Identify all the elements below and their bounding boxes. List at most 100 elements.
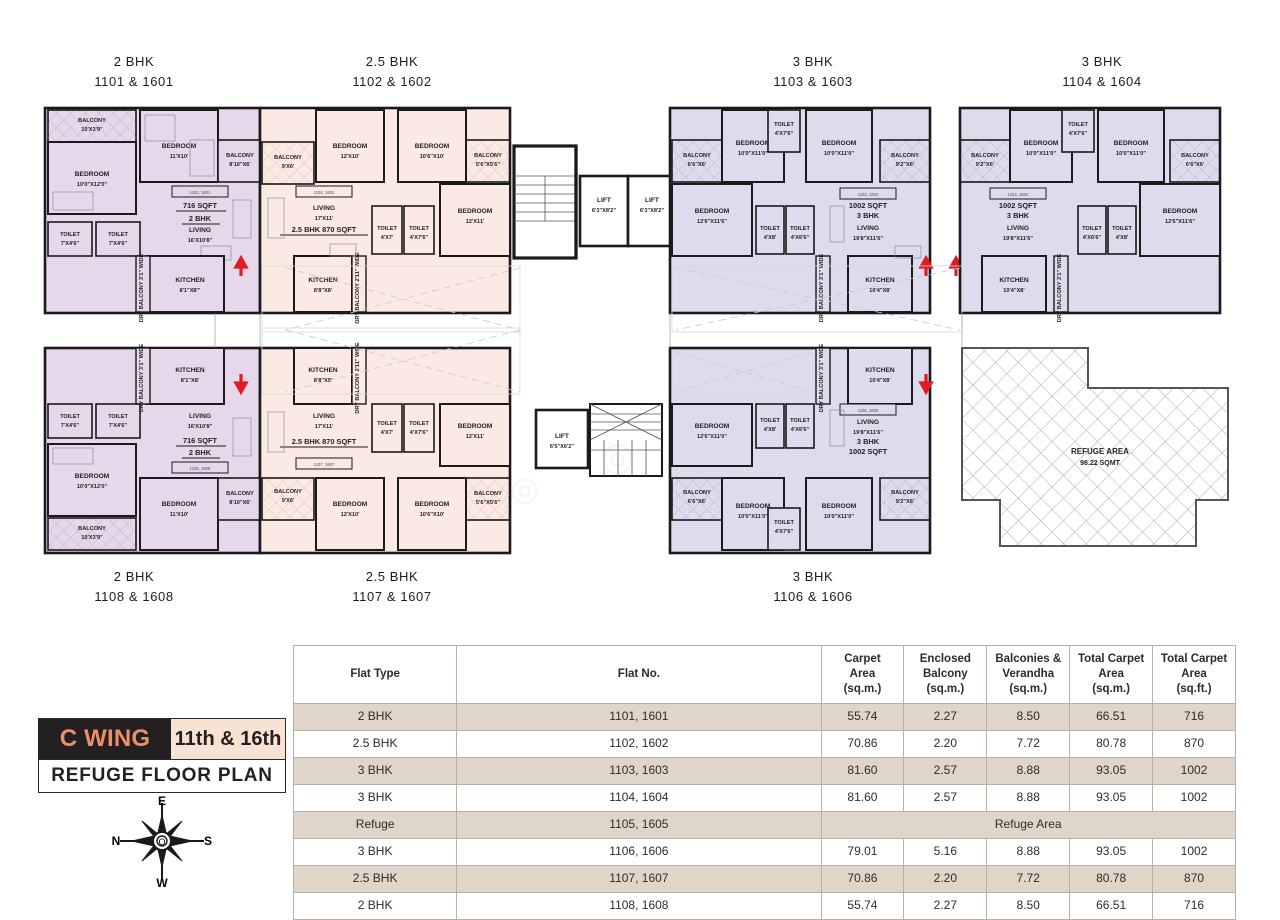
svg-text:10'X3'9": 10'X3'9" xyxy=(81,127,103,133)
svg-text:BEDROOM: BEDROOM xyxy=(458,208,493,215)
cell-carpet-area: 81.60 xyxy=(820,784,905,812)
unit-type: 2 BHK xyxy=(113,569,155,584)
svg-text:1107, 1607: 1107, 1607 xyxy=(314,462,335,467)
svg-text:98.22 SQMT: 98.22 SQMT xyxy=(1080,460,1120,467)
svg-text:4'X7'6": 4'X7'6" xyxy=(775,529,794,535)
svg-text:BALCONY: BALCONY xyxy=(1181,153,1209,159)
svg-text:BEDROOM: BEDROOM xyxy=(333,143,368,150)
svg-text:10'0"X11'0": 10'0"X11'0" xyxy=(738,151,768,157)
compass-east-label: E xyxy=(158,795,166,808)
svg-text:16'X10'8": 16'X10'8" xyxy=(188,424,213,430)
svg-text:19'8"X11'6": 19'8"X11'6" xyxy=(853,236,883,242)
unit-flats: 1106 & 1606 xyxy=(773,589,853,605)
svg-text:6'6"X6': 6'6"X6' xyxy=(1186,162,1205,168)
compass-north-label: N xyxy=(112,834,120,848)
cell-carpet-area: 70.86 xyxy=(820,865,905,893)
cell-carpet-area: 55.74 xyxy=(820,703,905,731)
entry-arrow xyxy=(918,254,964,276)
svg-text:2 BHK: 2 BHK xyxy=(189,448,212,457)
svg-text:BEDROOM: BEDROOM xyxy=(415,501,450,508)
svg-text:10'0"X12'0": 10'0"X12'0" xyxy=(77,484,108,490)
svg-text:TOILET: TOILET xyxy=(409,421,429,427)
cell-balconies-verandha: 8.50 xyxy=(986,892,1071,920)
svg-text:10'X3'9": 10'X3'9" xyxy=(81,535,103,541)
svg-text:19'8"X11'6": 19'8"X11'6" xyxy=(853,430,883,436)
svg-text:DRY BALCONY 3'1" WIDE: DRY BALCONY 3'1" WIDE xyxy=(819,343,825,412)
header-total-carpet-sqft: Total Carpet Area (sq.ft.) xyxy=(1152,645,1236,704)
cell-balconies-verandha: 8.88 xyxy=(986,838,1071,866)
svg-text:BEDROOM: BEDROOM xyxy=(1114,140,1149,147)
svg-text:6'6"X6': 6'6"X6' xyxy=(688,499,707,505)
svg-text:TOILET: TOILET xyxy=(774,122,794,128)
cell-enclosed-balcony: 2.20 xyxy=(903,730,988,758)
svg-text:DRY BALCONY 2'11" WIDE: DRY BALCONY 2'11" WIDE xyxy=(355,342,361,414)
svg-text:DRY BALCONY 3'1" WIDE: DRY BALCONY 3'1" WIDE xyxy=(139,253,145,322)
svg-text:8'10"X6': 8'10"X6' xyxy=(229,500,251,506)
header-flat-type: Flat Type xyxy=(292,645,458,704)
svg-text:LIVING: LIVING xyxy=(189,227,211,234)
svg-text:7'X4'6": 7'X4'6" xyxy=(61,423,80,429)
svg-text:LIVING: LIVING xyxy=(857,225,879,232)
header-line: Balcony xyxy=(922,668,968,681)
svg-text:BEDROOM: BEDROOM xyxy=(75,473,110,480)
cell-balconies-verandha: 7.72 xyxy=(986,730,1071,758)
header-line: Area xyxy=(1098,668,1124,681)
header-line: (sq.m.) xyxy=(843,682,882,695)
svg-text:6'6"X6': 6'6"X6' xyxy=(688,162,707,168)
svg-text:7'X4'6": 7'X4'6" xyxy=(61,241,80,247)
cell-carpet-area: 79.01 xyxy=(820,838,905,866)
svg-text:TOILET: TOILET xyxy=(1082,226,1102,232)
svg-text:11'X10': 11'X10' xyxy=(170,512,189,518)
svg-text:DRY BALCONY 3'1" WIDE: DRY BALCONY 3'1" WIDE xyxy=(1057,253,1063,322)
svg-text:TOILET: TOILET xyxy=(108,414,128,420)
unit-type: 3 BHK xyxy=(792,569,834,584)
svg-text:10'0"X12'0": 10'0"X12'0" xyxy=(77,182,108,188)
svg-text:7'X4'6": 7'X4'6" xyxy=(109,423,128,429)
unit-type: 3 BHK xyxy=(1081,54,1123,69)
svg-text:1104, 1604: 1104, 1604 xyxy=(1008,192,1029,197)
svg-text:4'X7': 4'X7' xyxy=(381,235,394,241)
floor-label: 11th & 16th xyxy=(171,719,285,759)
svg-text:11'X10': 11'X10' xyxy=(170,154,189,160)
svg-text:BALCONY: BALCONY xyxy=(683,490,711,496)
svg-text:12'X11': 12'X11' xyxy=(466,434,485,440)
svg-text:LIVING: LIVING xyxy=(313,413,335,420)
svg-text:LIFT: LIFT xyxy=(597,197,611,204)
svg-text:8'1"X8'": 8'1"X8'" xyxy=(179,288,200,294)
svg-text:BEDROOM: BEDROOM xyxy=(458,423,493,430)
svg-text:BALCONY: BALCONY xyxy=(274,489,302,495)
compass-center-label: O xyxy=(158,837,165,847)
svg-text:12'6"X11'0": 12'6"X11'0" xyxy=(697,434,727,440)
svg-text:7'X4'6": 7'X4'6" xyxy=(109,241,128,247)
svg-text:3 BHK: 3 BHK xyxy=(857,437,880,446)
svg-text:4'X8': 4'X8' xyxy=(1116,235,1129,241)
legend-top-row: C WING 11th & 16th xyxy=(39,719,285,759)
svg-text:BEDROOM: BEDROOM xyxy=(695,208,730,215)
cell-flat-no: 1106, 1606 xyxy=(456,838,822,866)
svg-text:2 BHK: 2 BHK xyxy=(189,214,212,223)
cell-balconies-verandha: 8.88 xyxy=(986,784,1071,812)
cell-balconies-verandha: 7.72 xyxy=(986,865,1071,893)
svg-text:LIFT: LIFT xyxy=(555,433,569,440)
svg-text:2.5 BHK 870 SQFT: 2.5 BHK 870 SQFT xyxy=(292,437,357,446)
header-line: Area xyxy=(1181,668,1207,681)
svg-text:LIVING: LIVING xyxy=(313,205,335,212)
svg-text:TOILET: TOILET xyxy=(60,414,80,420)
svg-text:BALCONY: BALCONY xyxy=(474,153,502,159)
cell-total-carpet-sqft: 870 xyxy=(1152,865,1236,893)
header-line: Verandha xyxy=(1002,668,1055,681)
cell-carpet-area: 70.86 xyxy=(820,730,905,758)
svg-text:10'6"X10': 10'6"X10' xyxy=(420,512,445,518)
svg-text:3 BHK: 3 BHK xyxy=(1007,211,1030,220)
svg-text:TOILET: TOILET xyxy=(790,418,810,424)
header-line: (sq.m.) xyxy=(926,682,965,695)
header-total-carpet-sqm: Total Carpet Area (sq.m.) xyxy=(1069,645,1154,704)
cell-flat-no: 1108, 1608 xyxy=(456,892,822,920)
svg-text:12'X10': 12'X10' xyxy=(341,154,361,160)
svg-text:BALCONY: BALCONY xyxy=(474,491,502,497)
